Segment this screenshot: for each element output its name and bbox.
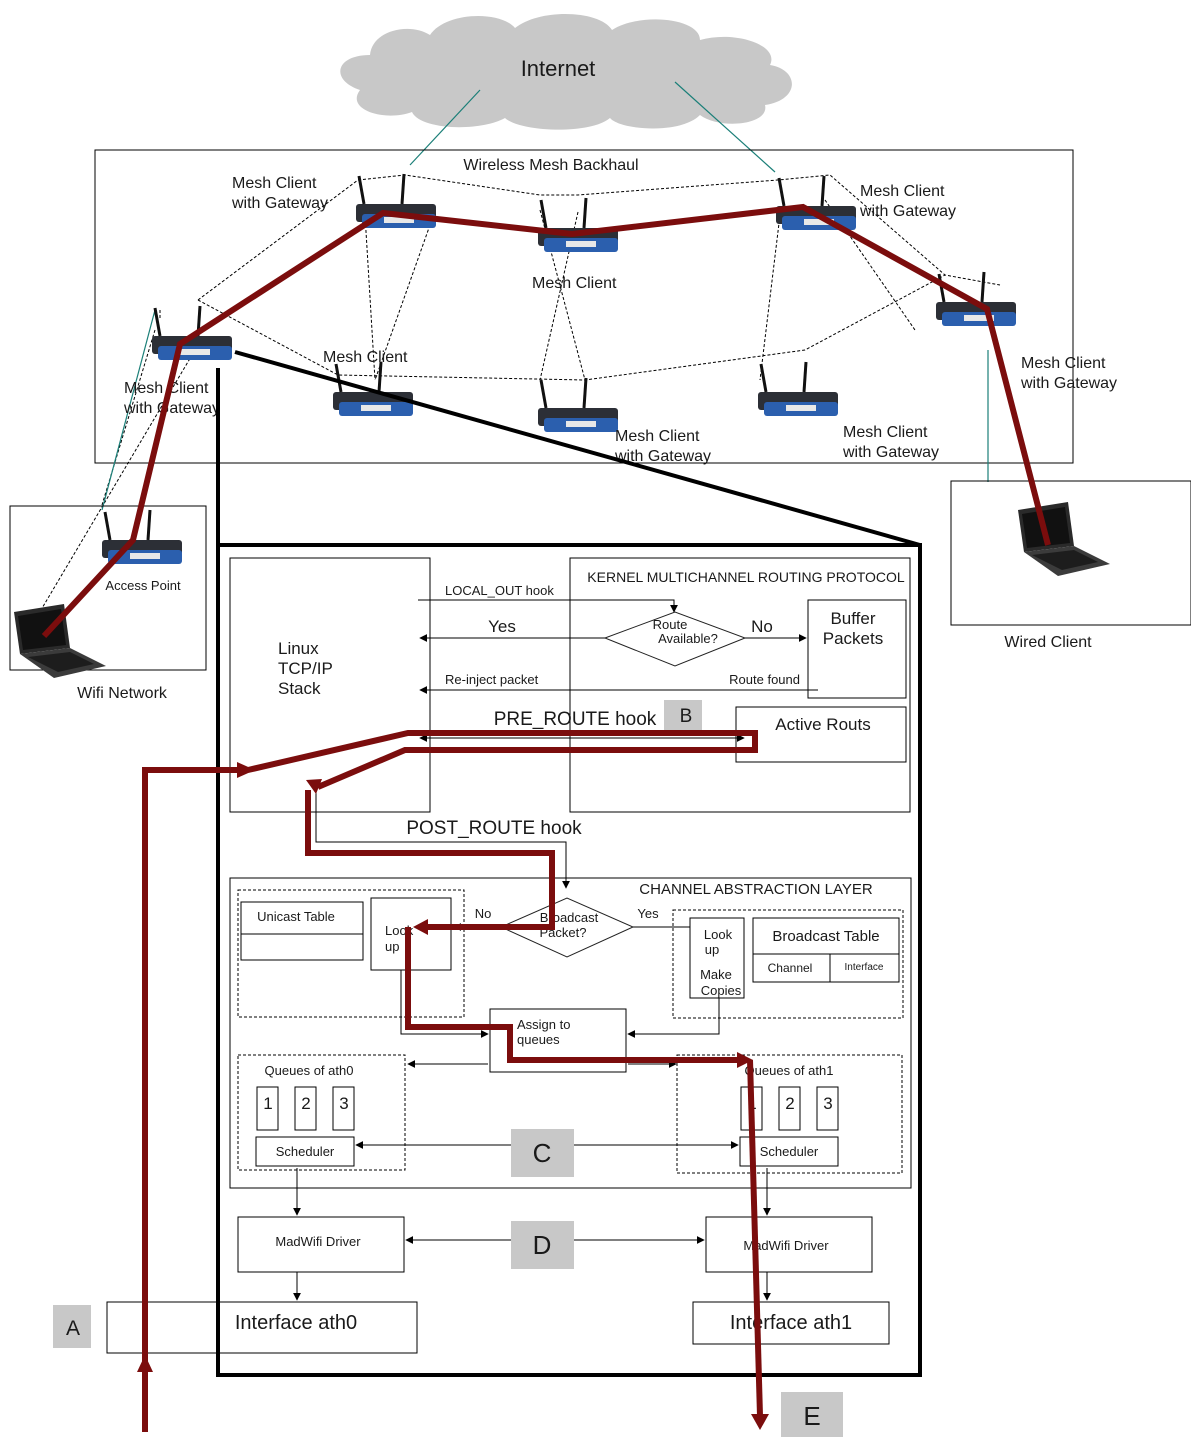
unicast-table-label: Unicast Table [257,909,335,924]
router-access-point [102,510,182,564]
router-gw-top-right [776,176,856,230]
marker-d-label: D [533,1230,552,1260]
scheduler-ath0-label: Scheduler [276,1144,335,1159]
madwifi-driver-ath0-label: MadWifi Driver [275,1234,361,1249]
wired-client-label: Wired Client [1004,634,1092,651]
cal-title: CHANNEL ABSTRACTION LAYER [639,881,873,898]
kernel-protocol-title: KERNEL MULTICHANNEL ROUTING PROTOCOL [587,569,905,585]
queue-ath0-2-label: 2 [301,1094,310,1113]
label-center-top: Mesh Client [532,275,617,292]
ingress-entry-arrowhead [137,1355,153,1372]
interface-column-label: Interface [845,962,884,973]
route-found-label: Route found [729,672,800,687]
broadcast-yes-label: Yes [637,906,659,921]
interface-ath0-label: Interface ath0 [235,1312,357,1334]
marker-c-label: C [533,1138,552,1168]
router-gw-right [936,272,1016,326]
internet-label: Internet [521,56,596,81]
marker-a-label: A [66,1317,80,1340]
post-route-label: POST_ROUTE hook [406,818,582,839]
broadcast-table-label: Broadcast Table [772,928,879,945]
marker-b-label: B [680,706,693,727]
pre-route-label: PRE_ROUTE hook [494,709,657,730]
router-gw-bottom-center [538,378,618,432]
lookup-arrowhead [413,919,428,935]
linux-stack-box [230,558,430,812]
queues-ath0: 1 2 3 [257,1087,354,1130]
queue-ath1-3-label: 3 [823,1094,832,1113]
marker-e-label: E [803,1401,820,1431]
broadcast-no-label: No [475,906,492,921]
queues-ath1-label: Queues of ath1 [745,1063,834,1078]
reinject-label: Re-inject packet [445,672,539,687]
yes-label: Yes [488,617,516,636]
queue-ath0-1-label: 1 [263,1094,272,1113]
interface-ath1-label: Interface ath1 [730,1312,852,1334]
queue-ath0-3-label: 3 [339,1094,348,1113]
route-loop-line [248,733,755,787]
backhaul-title: Wireless Mesh Backhaul [463,157,638,174]
label-mid-left: Mesh Client [323,349,408,366]
egress-arrowhead [751,1414,769,1430]
wired-laptop [1018,502,1110,576]
local-out-label: LOCAL_OUT hook [445,583,554,598]
scheduler-ath1-label: Scheduler [760,1144,819,1159]
ingress-path-line [145,770,240,1432]
internet-cloud: Internet [340,14,792,130]
local-out-arrow [418,600,674,612]
access-point-label: Access Point [105,578,181,593]
zoom-line-right [235,352,920,545]
route-available-label: RouteAvailable? [653,617,718,646]
router-center-top [538,198,618,252]
router-gw-bottom-right [758,362,838,416]
wifi-network-label: Wifi Network [77,685,168,702]
queues-ath0-label: Queues of ath0 [265,1063,354,1078]
active-routes-label: Active Routs [775,715,870,734]
label-gw-top-left: Mesh Clientwith Gateway [231,175,328,212]
queues-ath1: 1 2 3 [741,1087,838,1130]
no-label: No [751,617,773,636]
queue-ath1-2-label: 2 [785,1094,794,1113]
channel-column-label: Channel [768,961,813,975]
